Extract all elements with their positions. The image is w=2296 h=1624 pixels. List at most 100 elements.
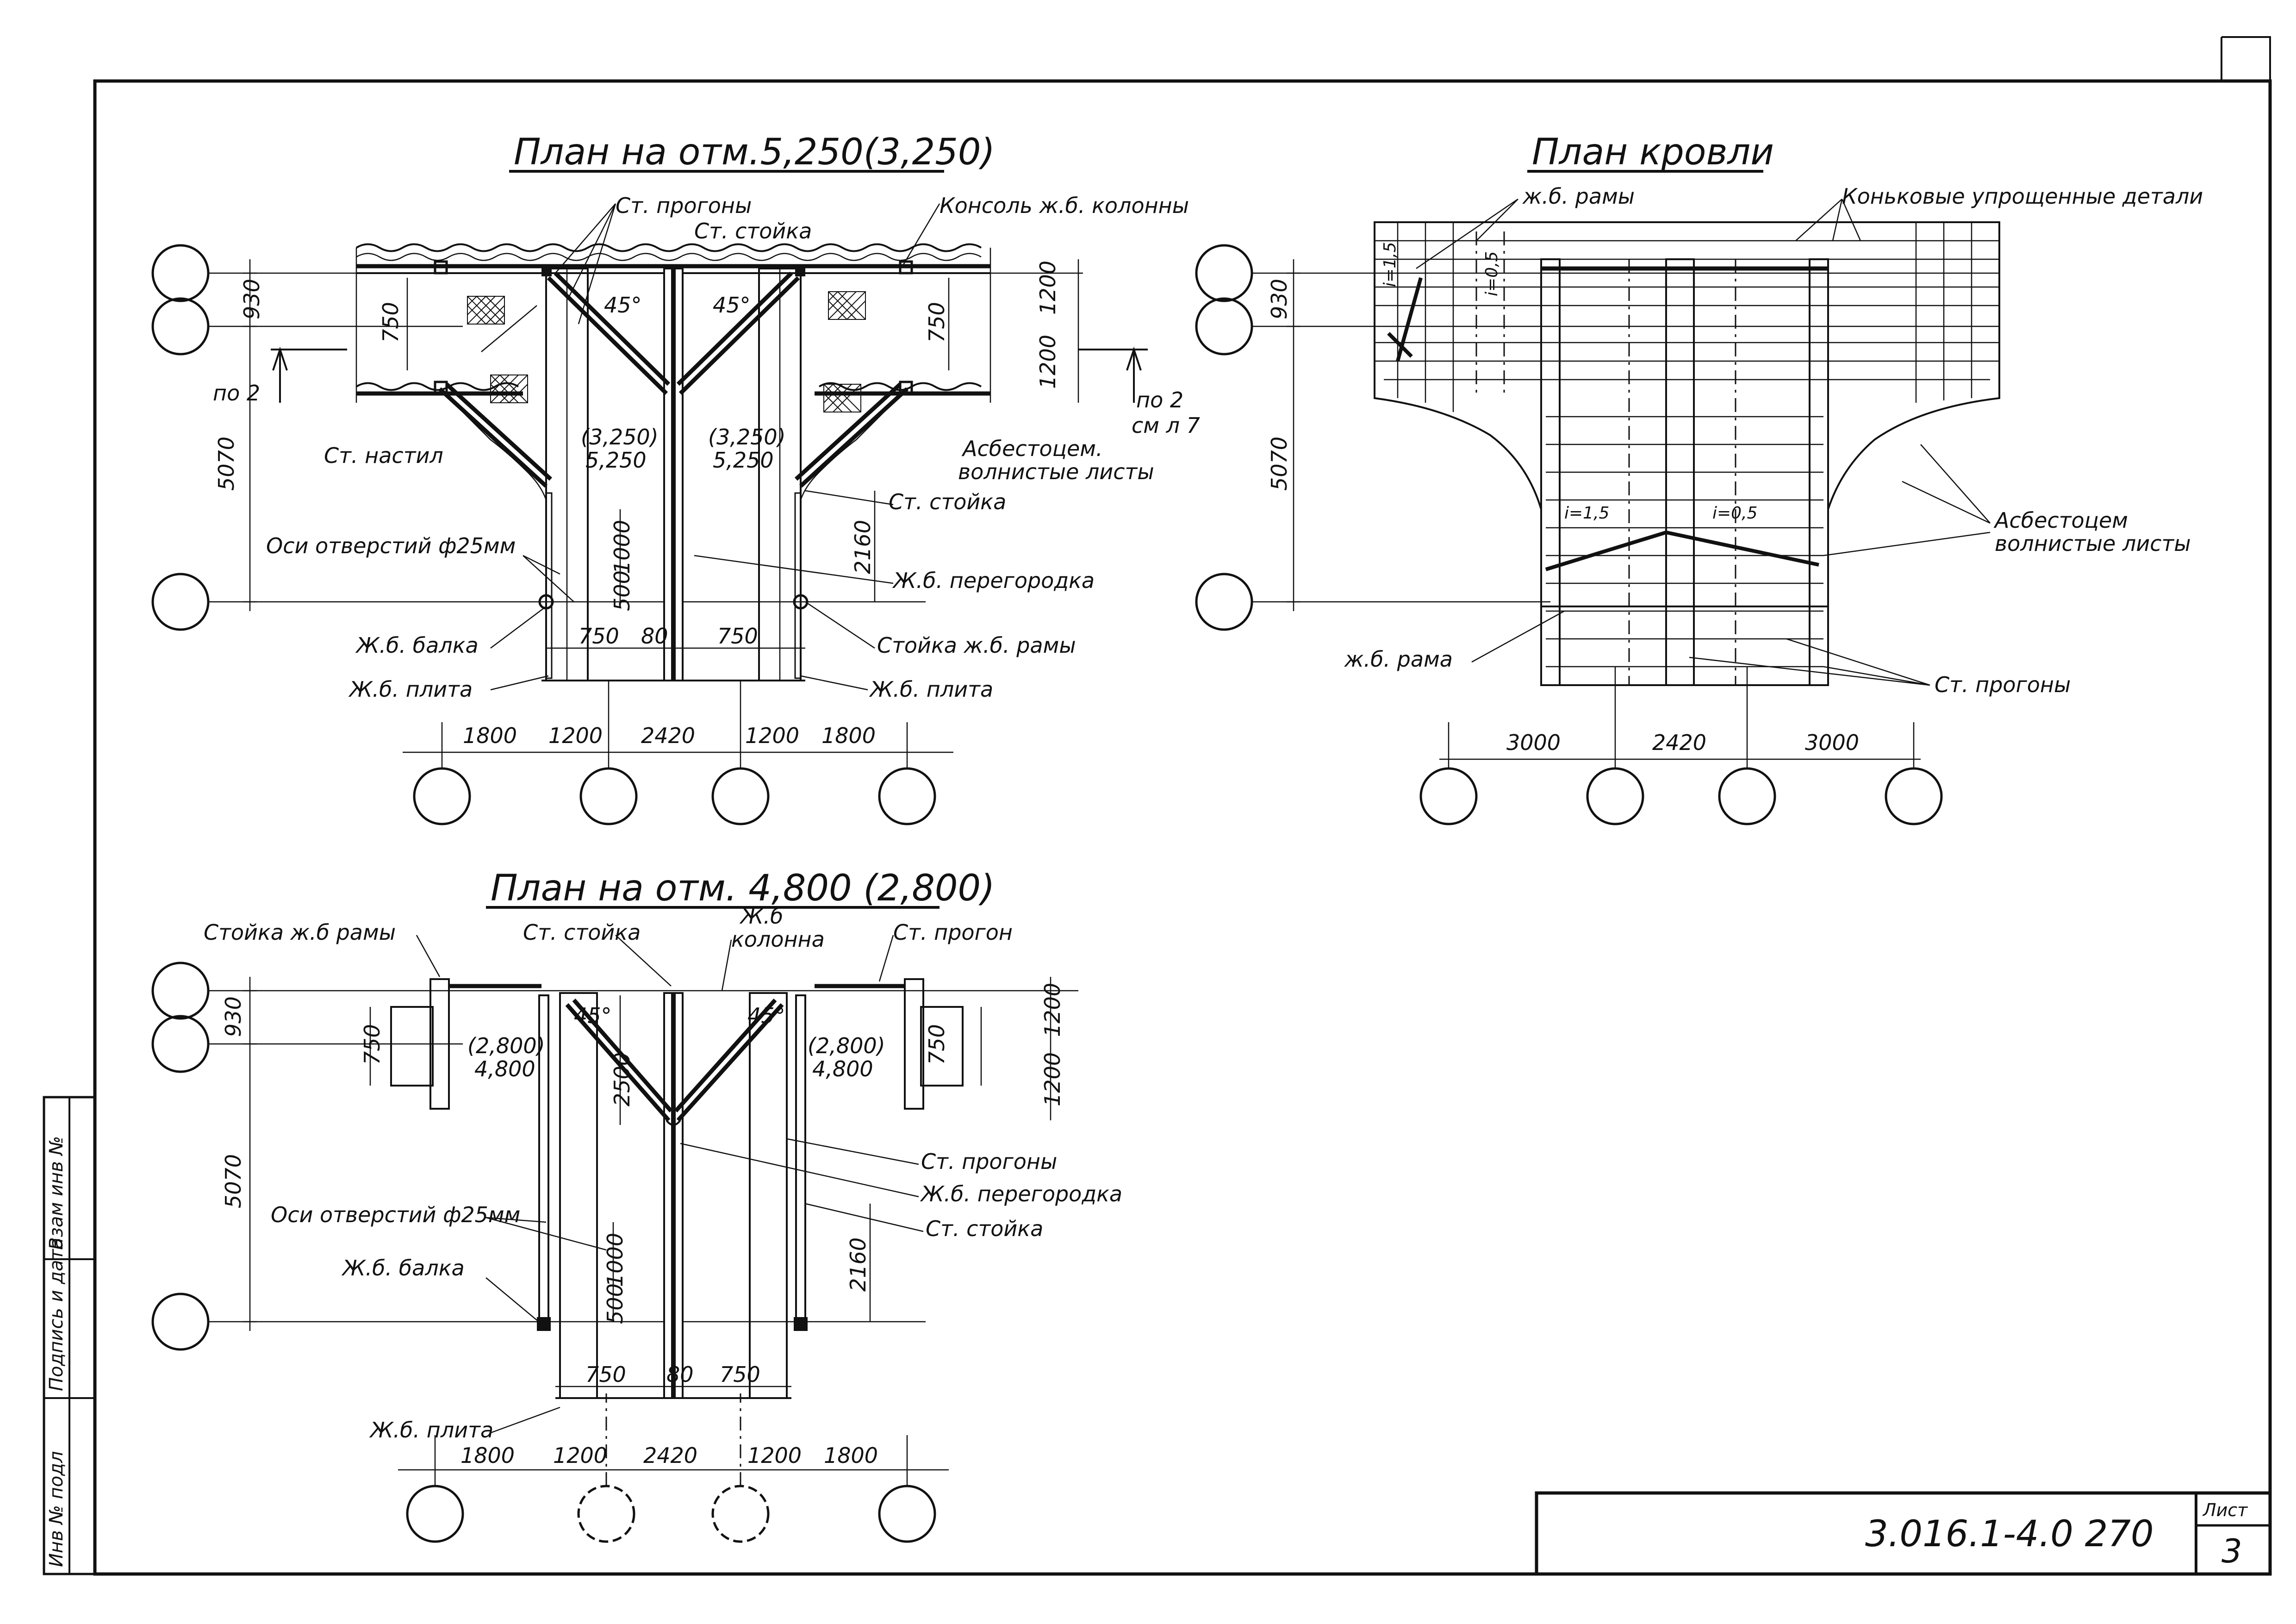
axis-bubble [1195, 573, 1253, 631]
axis-bubble [711, 767, 770, 825]
dim-1200-a-p3: 1200 [1040, 983, 1065, 1037]
axis-bubble [151, 1015, 210, 1073]
dim-750-wl-p3: 750 [585, 1362, 626, 1387]
dim-3000-right: 3000 [1805, 730, 1859, 755]
axis-bubble [878, 767, 936, 825]
slope-4: i=0,5 [1712, 504, 1757, 523]
dim-1000: 1000 [610, 520, 635, 574]
mark-right-2: 5,250 [713, 448, 774, 473]
label-asbestos: Асбестоцем. [961, 436, 1103, 461]
side-stamp-label-2: Подпись и дата [46, 1238, 67, 1391]
dim-2420: 2420 [641, 723, 695, 748]
dim-2160: 2160 [850, 520, 875, 574]
label-purlins-p3: Ст. прогоны [921, 1149, 1057, 1174]
hatch-patch [467, 296, 505, 325]
label-ridge: Коньковые упрощенные детали [1842, 184, 2203, 209]
dim-750-left-p3: 750 [360, 1024, 385, 1065]
sheet-label: Лист [2202, 1500, 2248, 1520]
label-frame-post: Стойка ж.б. рамы [877, 633, 1076, 658]
section-marker-right: по 2 [1136, 387, 1183, 412]
label-column-1: Ж.б [739, 904, 784, 929]
dim-80-p3: 80 [666, 1362, 694, 1387]
drawing-code: 3.016.1-4.0 270 [1865, 1513, 2154, 1555]
hatch-patch [828, 291, 866, 320]
dim-1000-p3: 1000 [603, 1233, 628, 1287]
dim-5070-roof: 5070 [1267, 437, 1292, 491]
dim-750-right-p3: 750 [924, 1024, 949, 1065]
section-marker-left: по 2 [213, 381, 260, 406]
dim-80: 80 [641, 624, 668, 649]
mark-left-1: (3,250) [581, 425, 659, 450]
angle-left: 45° [604, 293, 642, 318]
angle-right: 45° [713, 293, 751, 318]
label-asbestos-2: волнистые листы [958, 459, 1154, 484]
label-frames: ж.б. рамы [1522, 184, 1635, 209]
axis-bubble [1586, 767, 1644, 825]
dim-2500: 2500 [610, 1052, 635, 1106]
axis-bubble [151, 297, 210, 356]
dim-5070: 5070 [214, 437, 239, 491]
dim-930: 930 [239, 279, 264, 319]
label-purlin-p3: Ст. прогон [893, 920, 1013, 945]
axis-bubble [1885, 767, 1943, 825]
label-purlins: Ст. прогоны [616, 193, 752, 218]
corner-mark [2221, 36, 2271, 81]
label-holes-p3: Оси отверстий ф25мм [271, 1202, 520, 1227]
plan-3-title: План на отм. 4,800 (2,800) [491, 868, 995, 909]
label-frame-post-p3: Стойка ж.б рамы [204, 920, 396, 945]
dim-750-left: 750 [378, 302, 403, 343]
axis-bubble [1195, 297, 1253, 356]
label-asbestos-1: Асбестоцем [1993, 508, 2128, 533]
dim-1200-b-p3: 1200 [1040, 1052, 1065, 1106]
axis-bubble [151, 1293, 210, 1351]
sheet-frame [93, 79, 2272, 1576]
label-partition-p3: Ж.б. перегородка [920, 1181, 1122, 1206]
side-stamp: Взам инв № Подпись и дата Инв № подл [43, 1096, 96, 1575]
mark-left-2: 5,250 [585, 448, 647, 473]
axis-bubble [711, 1485, 770, 1543]
axis-bubble [1419, 767, 1478, 825]
label-column-2: колонна [731, 927, 825, 952]
dim-750-wl: 750 [579, 624, 619, 649]
label-slab-p3: Ж.б. плита [369, 1418, 493, 1443]
label-beam: Ж.б. балка [355, 633, 479, 658]
dim-1200-a: 1200 [1035, 261, 1060, 315]
dim-750-wr: 750 [717, 624, 758, 649]
plan-3: План на отм. 4,800 (2,800) [151, 868, 1122, 1543]
slope-1: i=1,5 [1381, 242, 1400, 287]
dim-500-p3: 500 [603, 1283, 628, 1324]
plan-1: План на отм.5,250(3,250) [151, 131, 1200, 825]
dim-2420-roof: 2420 [1652, 730, 1706, 755]
axis-bubble [577, 1485, 635, 1543]
side-stamp-label-1: Взам инв № [46, 1136, 67, 1250]
label-post-right-p3: Ст. стойка [926, 1216, 1043, 1241]
hatch-patch [823, 384, 861, 412]
axis-bubble [406, 1485, 464, 1543]
roof-sheets [1375, 222, 1999, 668]
dim-930-roof: 930 [1267, 279, 1292, 319]
mark-right-1: (3,250) [708, 425, 786, 450]
mark-right-1-p3: (2,800) [808, 1033, 885, 1058]
label-asbestos-2: волнистые листы [1995, 531, 2191, 556]
plan-2-title: План кровли [1532, 131, 1774, 173]
axis-bubble [878, 1485, 936, 1543]
dim-750-right: 750 [924, 302, 949, 343]
label-slab-left: Ж.б. плита [348, 677, 473, 702]
plan-2: План кровли [1195, 131, 2203, 825]
label-holes: Оси отверстий ф25мм [266, 533, 516, 558]
label-purlins-roof: Ст. прогоны [1935, 672, 2071, 697]
dim-500: 500 [610, 570, 635, 611]
dim-1800-left: 1800 [463, 723, 517, 748]
hatch-patch [490, 375, 528, 403]
label-beam-p3: Ж.б. балка [341, 1255, 465, 1280]
section-ref: см л 7 [1132, 413, 1200, 438]
axis-bubble [579, 767, 638, 825]
dim-930-p3: 930 [221, 996, 246, 1037]
dim-1200-b: 1200 [1035, 335, 1060, 389]
slope-3: i=1,5 [1564, 504, 1609, 523]
label-slab-right: Ж.б. плита [869, 677, 993, 702]
axis-bubble [151, 244, 210, 302]
mark-left-2-p3: 4,800 [474, 1056, 535, 1081]
sheet-number: 3 [2221, 1532, 2242, 1570]
